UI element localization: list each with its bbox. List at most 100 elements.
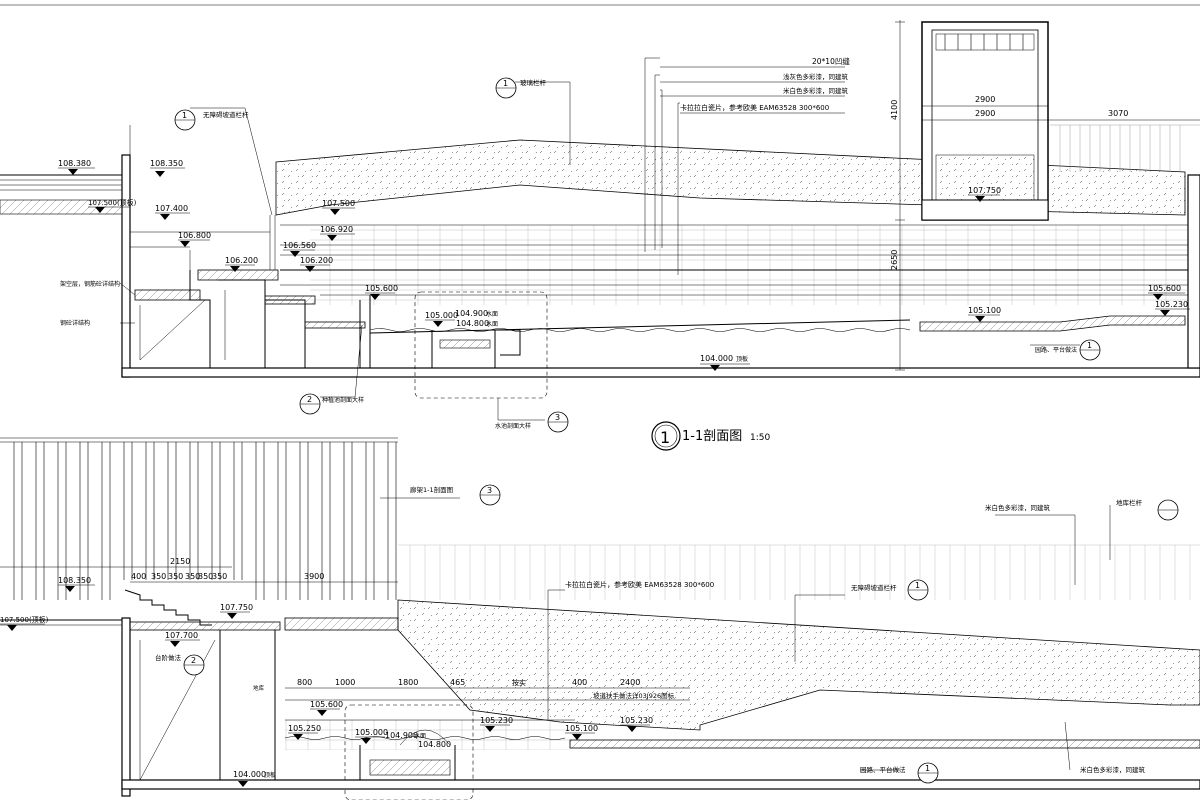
callout-paving-top: 1 — [1079, 339, 1101, 361]
elev-105600: 105.600 — [365, 284, 398, 293]
note-paving-top: 园路、平台做法 — [1035, 346, 1077, 354]
note-beige-paint-bottom-2: 米白色多彩漆，同建筑 — [1080, 765, 1146, 774]
dim-4100-top: 4100 — [890, 100, 899, 120]
note-basement-railing: 地库栏杆 — [1116, 498, 1143, 507]
svg-text:1: 1 — [915, 581, 920, 590]
dim-400b: 400 — [572, 678, 587, 687]
pergola-bottom — [0, 437, 398, 600]
dim-2650-top: 2650 — [890, 250, 899, 270]
leaders-top — [119, 57, 1080, 421]
bottom-section: 2150 400 350 350 350 350 350 3900 800 10… — [0, 437, 1200, 800]
elev-108380: 108.380 — [58, 159, 91, 168]
tile-wall-bottom — [285, 720, 570, 750]
callout-barrier-railing-bottom: 1 — [907, 579, 929, 601]
section-title-text: 1-1剖面图 — [682, 429, 742, 444]
callout-basement-railing — [1157, 499, 1179, 521]
left-deck-top — [0, 174, 123, 215]
water-surface-bottom — [284, 736, 566, 740]
elev-105230a-b: 105.230 — [480, 716, 513, 725]
stair-top — [130, 215, 276, 270]
elev-104800-b: 104.800 — [418, 740, 451, 749]
elev-105100: 105.100 — [968, 306, 1001, 315]
note-glass-railing: 玻璃栏杆 — [520, 78, 547, 87]
elev-106200b: 106.200 — [300, 256, 333, 265]
elev-104000: 104.000 — [700, 354, 733, 363]
elev-water-top: 水面 — [486, 310, 498, 318]
dim-350e: 350 — [212, 572, 227, 581]
elev-105250-b: 105.250 — [288, 724, 321, 733]
dimensions-top: 4100 2650 2900 2900 3070 — [890, 20, 1200, 371]
callout-paving-bottom: 1 — [917, 762, 939, 784]
dim-2150: 2150 — [170, 557, 190, 566]
elev-107700-b: 107.700 — [165, 631, 198, 640]
dim-350a: 350 — [151, 572, 166, 581]
callout-pergola: 3 — [479, 484, 501, 506]
note-carrara-tile-top: 卡拉拉白瓷片，参考欧美 EAM63528 300*600 — [680, 103, 829, 112]
section-title-num: 1 — [660, 428, 670, 447]
dim-800: 800 — [297, 678, 312, 687]
svg-text:2: 2 — [307, 395, 312, 404]
elev-105230: 105.230 — [1155, 300, 1188, 309]
callout-barrier-railing-top: 1 — [174, 109, 196, 131]
svg-text:3: 3 — [555, 413, 560, 422]
elev-106800: 106.800 — [178, 231, 211, 240]
callout-glass-railing: 1 — [495, 77, 517, 99]
elev-108350: 108.350 — [150, 159, 183, 168]
pond-top — [414, 291, 548, 399]
note-step-detail: 台阶做法 — [155, 653, 182, 662]
right-wall-top — [1187, 174, 1200, 369]
note-pergola-section: 廊架1-1剖面图 — [410, 485, 453, 494]
section-title: 1 1-1剖面图 1:50 — [651, 421, 770, 451]
svg-text:1: 1 — [1087, 341, 1092, 350]
elevations-top: 108.380 108.350 107.500(顶板) 107.400 107.… — [58, 159, 1190, 371]
floor-slab-top — [121, 367, 1200, 378]
fence-right-top — [1050, 124, 1200, 172]
elev-105000-b: 105.000 — [355, 728, 388, 737]
elev-water-top-b: 水面 — [486, 320, 498, 328]
svg-text:2: 2 — [191, 656, 196, 665]
note-20x10-groove: 20*10凹缝 — [812, 56, 850, 66]
pavilion-top — [921, 21, 1049, 221]
dim-3900: 3900 — [304, 572, 324, 581]
svg-text:1: 1 — [503, 79, 508, 88]
dim-2400: 2400 — [620, 678, 640, 687]
svg-text:1: 1 — [182, 111, 187, 120]
elev-107750: 107.750 — [968, 186, 1001, 195]
elev-105600-b: 105.600 — [310, 700, 343, 709]
elev-105100-b: 105.100 — [565, 724, 598, 733]
elev-104000-b: 104.000 — [233, 770, 266, 779]
dim-1000: 1000 — [335, 678, 355, 687]
left-wall-top — [121, 154, 131, 378]
note-planter-detail: 种植池剖面大样 — [322, 396, 364, 404]
elev-105230b-b: 105.230 — [620, 716, 653, 725]
callout-planter-top: 2 — [299, 393, 321, 415]
dim-465: 465 — [450, 678, 465, 687]
elev-slab-b: 顶板 — [264, 771, 276, 779]
note-rc-structure: 钢砼详结构 — [60, 319, 90, 327]
note-beige-paint: 米白色多彩漆，同建筑 — [783, 86, 849, 95]
elev-104900-b: 104.900 — [385, 731, 418, 740]
tile-wall-top — [310, 225, 1190, 305]
dim-1800: 1800 — [398, 678, 418, 687]
elev-107400: 107.400 — [155, 204, 188, 213]
note-barrier-free-railing-top: 无障碍坡道栏杆 — [203, 110, 249, 119]
elev-105600r: 105.600 — [1148, 284, 1181, 293]
stair-bottom — [124, 589, 212, 626]
callout-pond-top: 3 — [547, 411, 569, 433]
elev-106200a: 106.200 — [225, 256, 258, 265]
leaders-bottom — [380, 497, 1111, 771]
note-paving-bottom: 园路、平台做法 — [860, 765, 906, 774]
note-ramp-handrail: 坡道扶手做法详03J926图标 — [593, 691, 675, 700]
dim-350d: 350 — [198, 572, 213, 581]
paving-bottom — [569, 739, 1200, 749]
note-carrara-tile-bottom: 卡拉拉白瓷片，参考欧美 EAM63528 300*600 — [565, 580, 714, 589]
note-pond-detail: 水池剖面大样 — [495, 422, 531, 430]
floor-slab-bottom — [121, 779, 1200, 790]
callout-step-detail: 2 — [183, 654, 205, 676]
left-wall-bottom — [121, 617, 131, 797]
elev-water-b: 水面 — [414, 732, 426, 740]
elev-106560: 106.560 — [283, 241, 316, 250]
note-barrier-free-railing-bottom: 无障碍坡道栏杆 — [851, 583, 897, 592]
ramp-mound-bottom — [397, 599, 1200, 731]
